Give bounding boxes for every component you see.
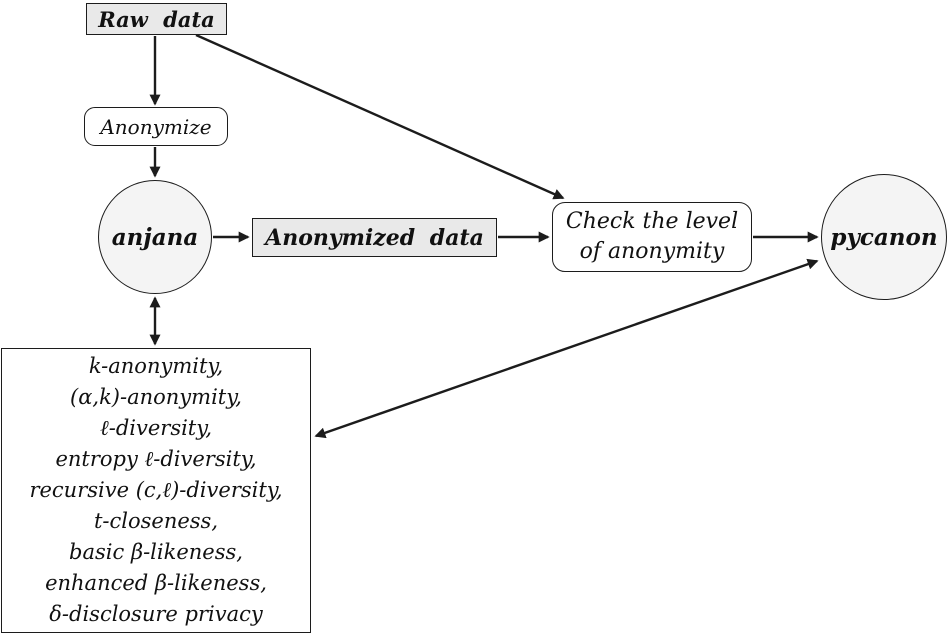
raw-data-label: Raw data bbox=[98, 6, 215, 32]
metrics-line: basic β-likeness, bbox=[69, 540, 243, 564]
arrow-pycanon-metrics-bidirectional bbox=[314, 258, 819, 439]
metrics-line: enhanced β-likeness, bbox=[45, 571, 267, 595]
metrics-line: ℓ-diversity, bbox=[99, 416, 212, 440]
anjana-label: anjana bbox=[111, 223, 199, 251]
node-pycanon: pycanon bbox=[821, 174, 947, 300]
node-anjana: anjana bbox=[98, 180, 212, 294]
node-privacy-metrics: k-anonymity, (α,k)-anonymity, ℓ-diversit… bbox=[1, 348, 311, 633]
node-raw-data: Raw data bbox=[86, 3, 227, 35]
anonymized-data-label: Anonymized data bbox=[265, 224, 484, 251]
node-check-level: Check the level of anonymity bbox=[552, 202, 752, 272]
metrics-line: entropy ℓ-diversity, bbox=[55, 447, 257, 471]
check-level-line2: of anonymity bbox=[579, 239, 725, 264]
anonymize-label: Anonymize bbox=[100, 114, 212, 139]
node-anonymized-data: Anonymized data bbox=[252, 218, 497, 257]
pycanon-label: pycanon bbox=[830, 223, 938, 251]
metrics-line: (α,k)-anonymity, bbox=[70, 385, 242, 409]
metrics-line: t-closeness, bbox=[93, 509, 219, 533]
metrics-line: recursive (c,ℓ)-diversity, bbox=[29, 478, 283, 502]
metrics-line: δ-disclosure privacy bbox=[49, 602, 263, 626]
arrow-raw-data-to-check-level bbox=[195, 33, 565, 200]
node-anonymize: Anonymize bbox=[84, 107, 228, 146]
check-level-line1: Check the level bbox=[565, 209, 739, 234]
metrics-line: k-anonymity, bbox=[88, 354, 224, 378]
